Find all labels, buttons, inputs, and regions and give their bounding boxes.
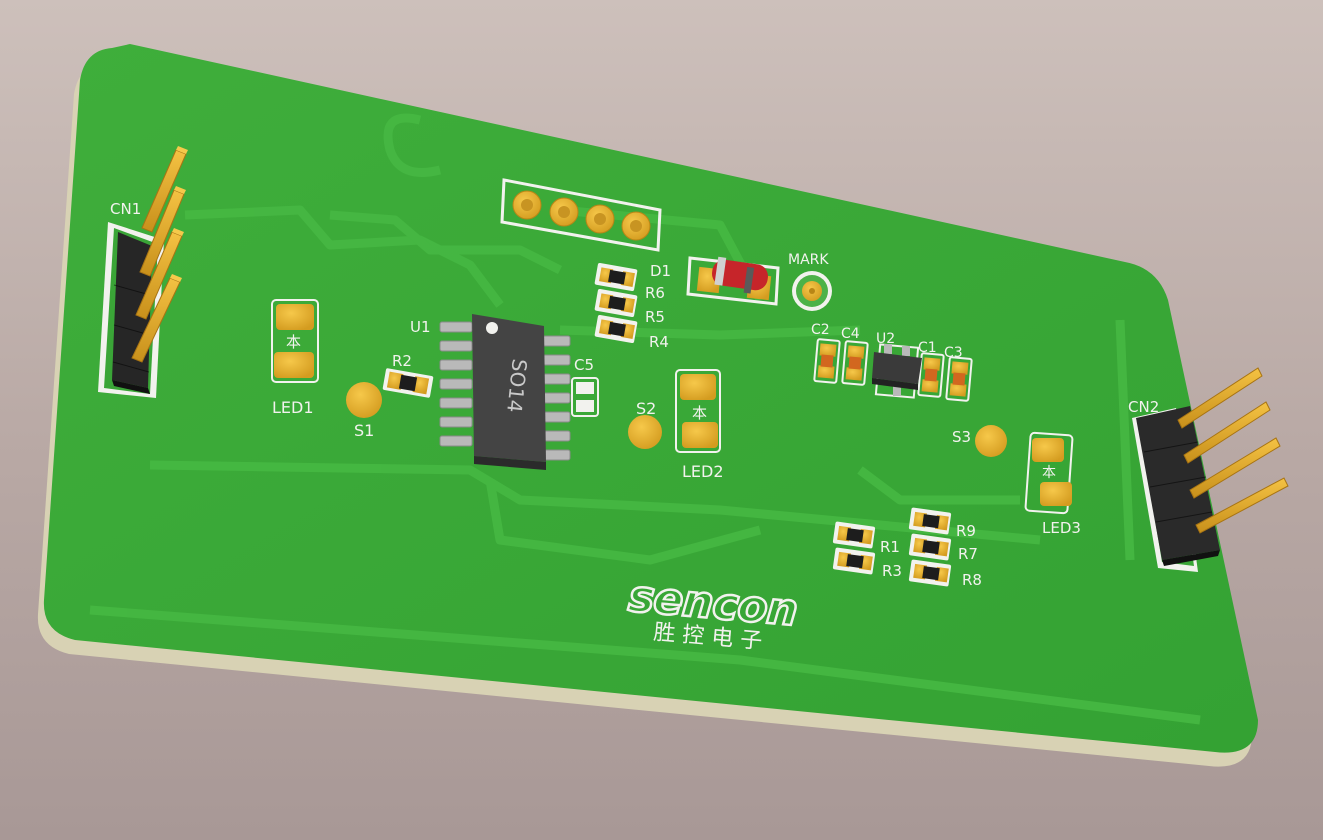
- mark-fiducial: MARK: [788, 252, 832, 311]
- cn1-pin-header: CN1: [98, 146, 188, 398]
- r2-label: R2: [392, 352, 412, 370]
- c5-label: C5: [574, 356, 594, 374]
- u2-transistor: [872, 343, 922, 399]
- s1-label: S1: [354, 421, 374, 440]
- u1-label: U1: [410, 318, 431, 336]
- u2-capacitor-group: C2 C4 U2 C1 C3: [811, 322, 973, 402]
- svg-text:本: 本: [286, 333, 301, 351]
- c3-label: C3: [944, 345, 963, 361]
- u1-so14-ic: SO14 U1: [410, 314, 571, 470]
- svg-text:本: 本: [1042, 465, 1056, 481]
- resistors-r7-r8-r9: R9 R7 R8: [908, 507, 982, 589]
- led3-label: LED3: [1042, 519, 1081, 537]
- u2-label: U2: [876, 331, 895, 347]
- led3: 本 LED3: [1024, 431, 1081, 537]
- r8-label: R8: [962, 571, 982, 589]
- r3-label: R3: [882, 562, 902, 580]
- r1-label: R1: [880, 538, 900, 556]
- r2-resistor: R2: [382, 352, 434, 398]
- resistors-r4-r5-r6: R6 R5 R4: [594, 263, 669, 351]
- led2: 本 LED2: [675, 369, 724, 481]
- cn2-label: CN2: [1128, 398, 1159, 416]
- led1-label: LED1: [272, 398, 314, 417]
- c5-capacitor: C5: [571, 356, 599, 417]
- c1-label: C1: [918, 340, 937, 356]
- resistors-r1-r3: R1 R3: [832, 521, 902, 580]
- mark-label: MARK: [788, 252, 829, 268]
- r5-label: R5: [645, 308, 665, 326]
- d1-label: D1: [650, 262, 671, 280]
- u1-package-label: SO14: [502, 358, 532, 414]
- r7-label: R7: [958, 545, 978, 563]
- s1-pad: S1: [346, 382, 382, 440]
- s3-pad: S3: [952, 425, 1007, 457]
- c2-label: C2: [811, 322, 830, 338]
- s2-pad: S2: [628, 399, 662, 449]
- s2-label: S2: [636, 399, 656, 418]
- svg-text:本: 本: [692, 404, 707, 422]
- cn1-label: CN1: [110, 200, 141, 218]
- led2-label: LED2: [682, 462, 724, 481]
- d1-diode: D1: [650, 256, 780, 306]
- cn2-pin-header: CN2: [1128, 367, 1289, 572]
- r4-label: R4: [649, 333, 669, 351]
- pcb-board: [37, 44, 1258, 767]
- top-4-pad-connector: [500, 178, 662, 252]
- r9-label: R9: [956, 522, 976, 540]
- c4-label: C4: [841, 326, 860, 342]
- s3-label: S3: [952, 428, 971, 446]
- r6-label: R6: [645, 284, 665, 302]
- led1: 本 LED1: [271, 299, 319, 417]
